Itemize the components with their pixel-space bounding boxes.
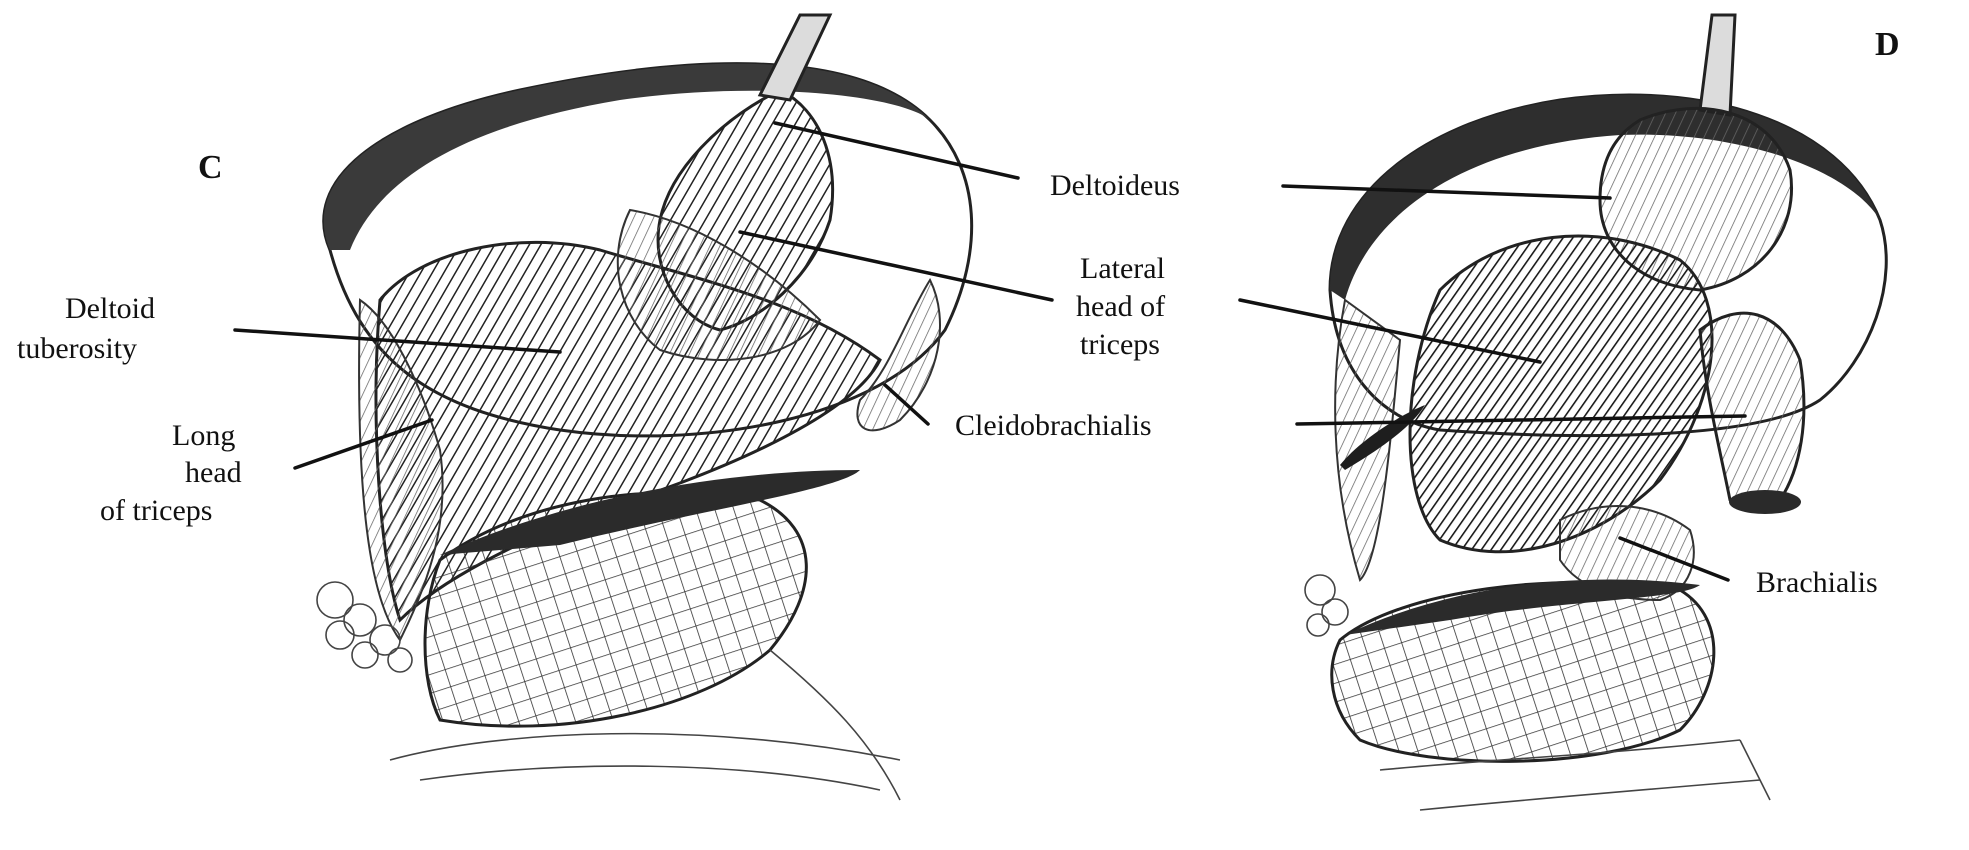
- label-long-head-line3: of triceps: [100, 494, 212, 527]
- label-deltoid-tuberosity-line2: tuberosity: [17, 332, 137, 365]
- label-long-head-line2: head: [185, 456, 242, 489]
- panel-d-elbow-knobs: [1305, 575, 1348, 636]
- panel-d-illustration: [1305, 15, 1886, 810]
- label-lateral-head-line3: triceps: [1080, 328, 1160, 361]
- panel-c-forearm-base-3: [770, 650, 900, 800]
- label-cleidobrachialis: Cleidobrachialis: [955, 409, 1152, 442]
- label-brachialis: Brachialis: [1756, 566, 1878, 599]
- panel-letter-d: D: [1875, 26, 1900, 63]
- panel-d-lateral-head: [1410, 236, 1712, 552]
- label-lateral-head-line1: Lateral: [1080, 252, 1165, 285]
- leader-deltoideus-d: [1283, 186, 1610, 198]
- panel-c-forearm-base: [390, 734, 900, 760]
- panel-d-forearm-line-2: [1420, 780, 1760, 810]
- panel-d-tendon: [1700, 15, 1735, 115]
- label-lateral-head-line2: head of: [1076, 290, 1165, 323]
- panel-c-forearm-base-2: [420, 766, 880, 790]
- label-deltoideus: Deltoideus: [1050, 169, 1180, 202]
- panel-d-forearm-line-3: [1740, 740, 1770, 800]
- label-long-head-line1: Long: [172, 419, 235, 452]
- panel-letter-c: C: [198, 149, 223, 186]
- panel-d-cleido-cut-end: [1729, 490, 1801, 514]
- label-deltoid-tuberosity-line1: Deltoid: [65, 292, 155, 325]
- panel-c-illustration: [317, 15, 972, 800]
- panel-d-cleidobrachialis: [1700, 313, 1804, 507]
